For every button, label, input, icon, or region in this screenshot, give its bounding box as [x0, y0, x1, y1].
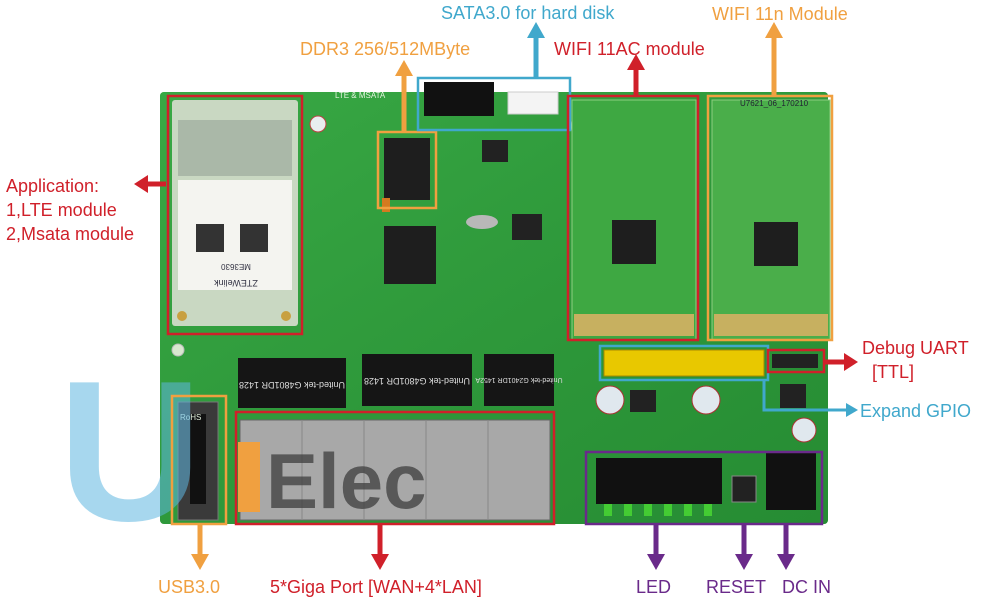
wifi-11ac-chip [612, 220, 656, 264]
highlight-wifi-n [706, 94, 834, 342]
small-ic [482, 140, 508, 162]
electrolytic-cap [691, 385, 721, 415]
arrow-head [846, 403, 858, 417]
label-usb: USB3.0 [158, 577, 221, 597]
highlight-ddr3 [376, 130, 438, 210]
inductor [780, 384, 806, 408]
rohs-mark: RoHS [180, 413, 201, 422]
magnetics-3 [484, 354, 554, 406]
label-wifi-n: WIFI 11n Module [712, 4, 848, 24]
label-expand-gpio: Expand GPIO [860, 401, 972, 421]
application-title: Application: [6, 176, 100, 196]
qr-code [240, 224, 268, 252]
arrow-head [527, 22, 545, 38]
ddr3-chip [384, 138, 430, 200]
soc-chip [384, 226, 436, 284]
wifi-11n-chip [754, 222, 798, 266]
wifi-11n-edge [714, 314, 828, 336]
magnetics-2-label: United-tek G4801DR 1428 [364, 376, 470, 386]
usb3-slot [190, 414, 206, 504]
capacitor-orange [382, 198, 390, 212]
reset-button-part [731, 475, 757, 503]
arrow-head [765, 22, 783, 38]
arrow-head [395, 60, 413, 76]
electrolytic-cap [595, 385, 625, 415]
label-sata: SATA3.0 for hard disk [441, 3, 615, 23]
label-wifi-ac: WIFI 11AC module [554, 39, 705, 59]
electrolytic-cap [309, 115, 327, 133]
sata-connector [424, 82, 494, 116]
lte-msata-silk: LTE & MSATA [335, 91, 386, 100]
label-giga-port: 5*Giga Port [WAN+4*LAN] [270, 577, 482, 597]
highlight-lte-msata [166, 94, 304, 336]
arrow-head [777, 554, 795, 570]
led-row [604, 504, 712, 516]
dc-jack [766, 452, 816, 510]
highlight-led-reset-dc [584, 450, 824, 526]
lte-module-label [178, 180, 292, 290]
wifi-11ac-edge [574, 314, 694, 336]
mount-hole [171, 343, 185, 357]
card-screw [177, 311, 187, 321]
ethernet-ports [239, 419, 551, 521]
magnetics-3-label: United-tek G2401DR 1452A [475, 376, 562, 383]
sata-power-connector [507, 91, 559, 115]
electrolytic-cap [791, 417, 817, 443]
small-ic [512, 214, 542, 240]
arrow-head [647, 554, 665, 570]
highlight-wifi-ac [566, 94, 700, 342]
wifi-11n-card [711, 99, 831, 341]
watermark-text: Elec [266, 437, 426, 525]
highlight-giga-port [234, 410, 556, 526]
debug-uart-title: Debug UART [862, 338, 969, 358]
watermark-letter: U [58, 340, 202, 563]
lte-module-shield [178, 120, 292, 176]
label-ddr3: DDR3 256/512MByte [300, 39, 471, 59]
label-dc-in: DC IN [782, 577, 831, 597]
application-lte: 1,LTE module [6, 200, 117, 220]
application-msata: 2,Msata module [6, 224, 135, 244]
lte-card-model: ME3630 [221, 262, 251, 271]
qr-code [196, 224, 224, 252]
debug-uart-sub: [TTL] [872, 362, 915, 382]
lte-card-brand: ZTEWelink [214, 278, 258, 288]
watermark-bar [238, 442, 260, 512]
gpio-header [603, 349, 765, 377]
label-debug-uart: Debug UART [TTL] [862, 336, 969, 384]
crystal [466, 215, 498, 229]
wifi-n-silk: U7621_06_170210 [740, 99, 809, 108]
debug-uart-header [772, 354, 818, 368]
magnetics-1-label: United-tek G4801DR 1428 [239, 380, 345, 390]
arrow-head [844, 353, 858, 371]
card-screw [281, 311, 291, 321]
label-led: LED [636, 577, 672, 597]
label-application: Application: 1,LTE module 2,Msata module [6, 174, 134, 246]
magnetics-2 [362, 354, 472, 406]
arrow-head [191, 554, 209, 570]
label-reset: RESET [706, 577, 767, 597]
arrow-head [371, 554, 389, 570]
arrow-head [134, 175, 148, 193]
magnetics-1 [238, 358, 346, 408]
arrow-head [627, 54, 645, 70]
inductor [630, 390, 656, 412]
led-header [596, 458, 722, 504]
arrow-head [735, 554, 753, 570]
highlight-sata [416, 76, 572, 132]
